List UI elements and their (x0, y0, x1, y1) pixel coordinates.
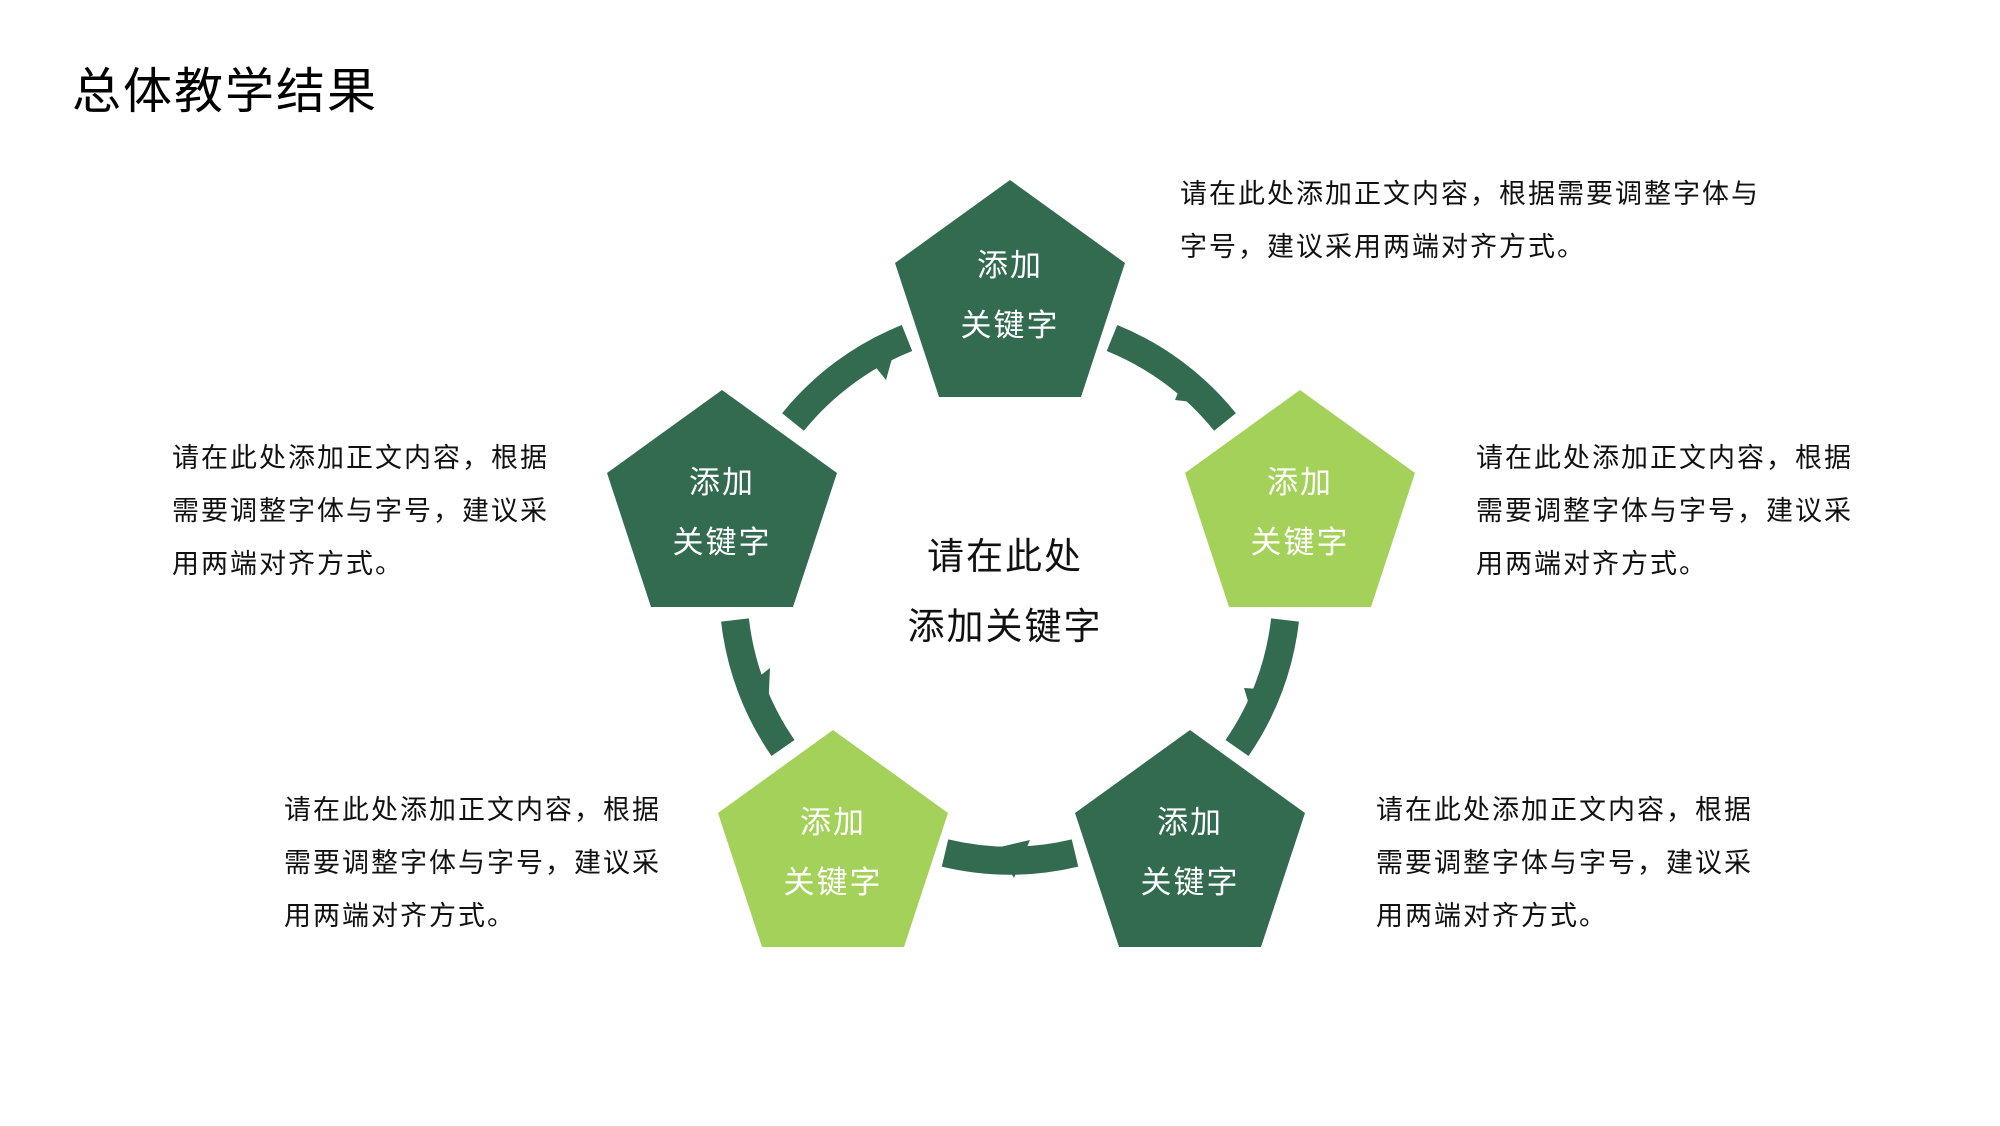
node-bottom-right-line2: 关键字 (1140, 865, 1240, 901)
arrowhead-5 (742, 668, 770, 712)
arc-top-to-right (1106, 325, 1236, 431)
node-bottom-right-line1: 添加 (1157, 805, 1223, 841)
arrowhead-4 (996, 840, 1030, 878)
node-bottom-left-line1: 添加 (800, 805, 866, 841)
node-bottom-left-label: 添加 关键字 (723, 793, 943, 913)
node-right-line2: 关键字 (1250, 525, 1350, 561)
node-left-line1: 添加 (689, 465, 755, 501)
center-line1: 请在此处 (927, 535, 1083, 578)
description-bottom-left: 请在此处添加正文内容，根据需要调整字体与字号，建议采用两端对齐方式。 (284, 795, 661, 932)
center-line2: 添加关键字 (907, 605, 1103, 648)
node-right-label: 添加 关键字 (1190, 453, 1410, 573)
arrowhead-2 (1175, 368, 1218, 405)
node-left-line2: 关键字 (672, 525, 772, 561)
arrowhead-3 (1244, 688, 1275, 728)
pentagon-right (1185, 390, 1415, 607)
pentagon-top (895, 180, 1125, 397)
description-left: 请在此处添加正文内容，根据需要调整字体与字号，建议采用两端对齐方式。 (172, 443, 549, 580)
page-title: 总体教学结果 (72, 63, 379, 120)
arc-right-to-bottom-right (1225, 618, 1299, 756)
node-right-line1: 添加 (1267, 465, 1333, 501)
description-bottom-right: 请在此处添加正文内容，根据需要调整字体与字号，建议采用两端对齐方式。 (1376, 795, 1753, 932)
node-top-label: 添加 关键字 (900, 236, 1120, 356)
pentagon-bottom-right (1075, 730, 1305, 947)
cycle-arrowheads (742, 330, 1275, 878)
arrowhead-1 (862, 330, 900, 380)
node-bottom-left-line2: 关键字 (783, 865, 883, 901)
pentagon-left (607, 390, 837, 607)
node-left-label: 添加 关键字 (612, 453, 832, 573)
description-top: 请在此处添加正文内容，根据需要调整字体与字号，建议采用两端对齐方式。 (1180, 179, 1760, 263)
node-top-line2: 关键字 (960, 308, 1060, 344)
pentagon-bottom-left (718, 730, 948, 947)
node-top-line1: 添加 (977, 248, 1043, 284)
node-bottom-right-label: 添加 关键字 (1080, 793, 1300, 913)
description-right: 请在此处添加正文内容，根据需要调整字体与字号，建议采用两端对齐方式。 (1476, 443, 1853, 580)
center-label: 请在此处 添加关键字 (855, 522, 1155, 662)
